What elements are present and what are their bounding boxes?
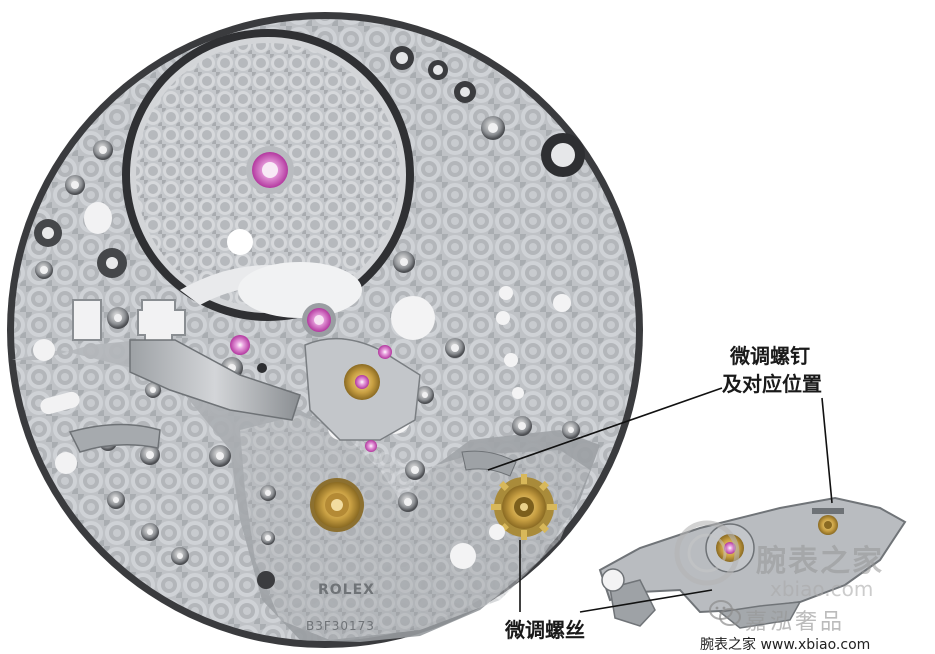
callout-leaders [487,387,833,613]
screw [35,261,53,279]
plate-engraving: ROLEX B3F30173 [306,582,375,633]
screw [141,523,159,541]
screw [260,485,276,501]
watermark-domain: xbiao.com [770,577,874,601]
regulator-detail [598,496,907,629]
screw [145,382,161,398]
fine-screw-slot [461,450,517,477]
screw [97,248,127,278]
callout-fine-adjust-gear: 微调螺丝 [505,618,585,642]
screw [261,531,275,545]
plate-notch [541,133,585,177]
watermark-account: 嘉泓奢品 [745,610,846,635]
wechat-icon [709,600,741,626]
leader-fine-screw-right [579,589,713,613]
balance-jewel [227,146,294,255]
screw [512,416,532,436]
footer-credit: 腕表之家 www.xbiao.com [700,637,871,653]
screw [209,445,231,467]
screw [405,460,425,480]
screw [416,386,434,404]
screw [562,421,580,439]
screw [93,140,113,160]
center-bridge [304,337,421,452]
leader-screw-to-plate [487,387,723,471]
screw [65,175,85,195]
callout-fine-adjust-screw-title: 微调螺钉 [730,344,810,368]
screw [481,116,505,140]
screw [445,338,465,358]
engraving-brand: ROLEX [318,582,375,598]
screw [171,547,189,565]
pallet-jewels [230,303,336,355]
screws [34,46,580,589]
screw [34,219,62,247]
leader-screw-to-detail [821,397,833,504]
screw [107,491,125,509]
screw [393,251,415,273]
screw [390,46,414,70]
callout-fine-adjust-screw-subtitle: 及对应位置 [722,372,822,396]
watermark-brand: 腕表之家 [756,544,884,579]
fine-adjustment-gear [489,474,557,540]
screw [257,571,275,589]
setting-lever [68,339,301,453]
watermark-logo-icon [674,520,740,586]
engraving-number: B3F30173 [306,619,375,633]
screw [454,81,476,103]
screw [257,363,267,373]
screw [398,492,418,512]
screw [140,445,160,465]
screw [107,307,129,329]
screw [428,60,448,80]
center-wheel [310,478,364,532]
